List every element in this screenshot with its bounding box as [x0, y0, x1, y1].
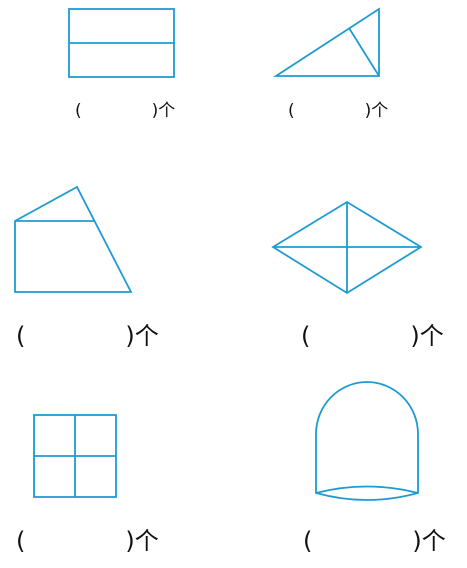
arch-outline: [315, 381, 419, 501]
close-paren: ): [125, 322, 135, 350]
close-paren: ): [151, 101, 159, 121]
unit-label: 个: [371, 101, 389, 121]
unit-label: 个: [419, 322, 444, 350]
unit-label: 个: [421, 527, 446, 555]
open-paren: (: [303, 527, 313, 555]
open-paren: (: [288, 101, 295, 121]
triangle-inner-line: [348, 27, 380, 77]
unit-label: 个: [134, 322, 159, 350]
answer-blank-6: ( ) 个: [303, 521, 446, 556]
answer-blank-4: ( ) 个: [301, 316, 444, 351]
trapezoid-outline: [14, 185, 133, 293]
open-paren: (: [16, 527, 26, 555]
right-triangle-outline: [272, 7, 380, 77]
arch-base-curve: [315, 485, 419, 494]
answer-blank-3: ( ) 个: [16, 316, 159, 351]
open-paren: (: [301, 322, 311, 350]
close-paren: ): [125, 527, 135, 555]
open-paren: (: [16, 322, 26, 350]
open-paren: (: [75, 101, 82, 121]
answer-blank-2: ( ) 个: [288, 96, 388, 121]
answer-blank-1: ( ) 个: [75, 96, 175, 121]
close-paren: ): [412, 527, 422, 555]
close-paren: ): [364, 101, 372, 121]
close-paren: ): [410, 322, 420, 350]
unit-label: 个: [134, 527, 159, 555]
answer-blank-5: ( ) 个: [16, 521, 159, 556]
unit-label: 个: [158, 101, 176, 121]
